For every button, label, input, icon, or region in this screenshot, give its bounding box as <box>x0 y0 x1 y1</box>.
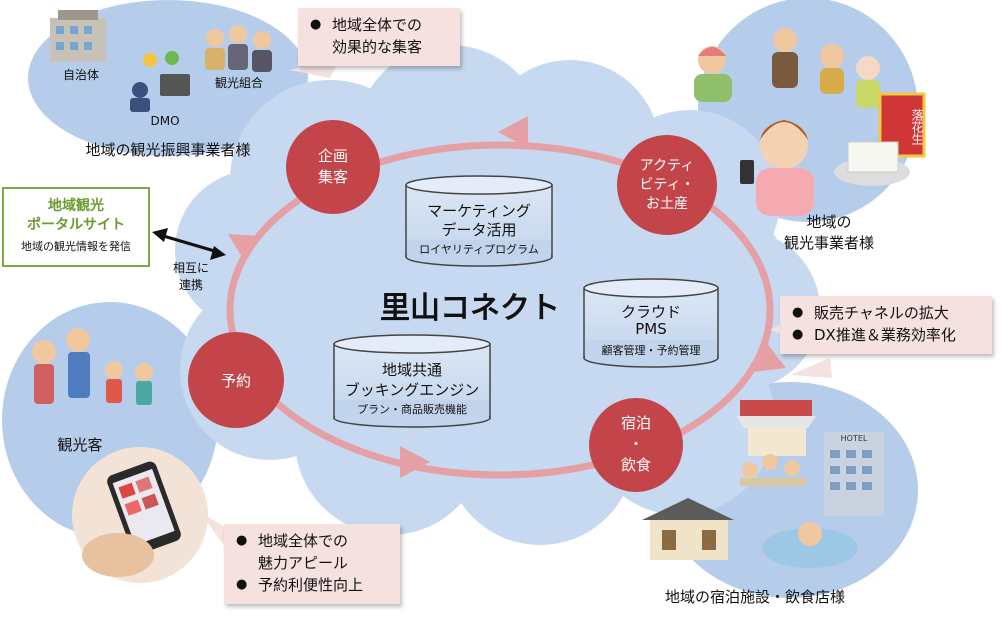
note-right: 販売チャネルの拡大 DX推進＆業務効率化 <box>780 296 992 354</box>
marketing-db-sub: ロイヤリティプログラム <box>419 243 539 256</box>
node-yoyaku: 予約 <box>220 372 251 390</box>
cycle-arrowhead-right <box>752 342 786 372</box>
note-right-item-2: DX推進＆業務効率化 <box>792 324 980 346</box>
portal-site-title: 地域観光 ポータルサイト <box>27 198 125 233</box>
marketing-db <box>405 175 553 267</box>
booking-db-title1: 地域共通 <box>381 361 442 379</box>
cloud-pms-db <box>583 278 719 368</box>
dmo-icon <box>130 51 190 112</box>
cycle-arrowhead-bottom <box>400 446 430 478</box>
note-top-item: 地域全体での 効果的な集客 <box>310 14 448 58</box>
node-kikaku: 企画 集客 <box>317 147 348 186</box>
hotel-sign-text: HOTEL <box>840 434 868 443</box>
booking-db <box>333 334 491 428</box>
promotion-group-label: 地域の観光振興事業者様 <box>85 141 251 159</box>
node-shukuhaku: 宿泊 ・ 飲食 <box>620 414 651 474</box>
operators-people-icon <box>694 28 880 216</box>
node-activity: アクティ ビティ・ お土産 <box>639 158 695 212</box>
tourists-group-label: 観光客 <box>57 436 103 454</box>
note-bottom-item-2: 予約利便性向上 <box>236 574 388 596</box>
hotel-icon <box>824 432 884 516</box>
cycle-arrowhead-left <box>228 234 262 262</box>
right-note-tail2 <box>790 358 832 378</box>
note-top: 地域全体での 効果的な集客 <box>298 8 460 66</box>
marketing-db-title2: データ活用 <box>441 221 517 239</box>
mutual-link-arrow <box>159 233 219 254</box>
node-activity-circle <box>617 135 717 235</box>
marketing-db-title1: マーケティング <box>427 202 531 220</box>
cycle-arrowhead-top <box>498 116 528 148</box>
hand-icon <box>82 533 154 577</box>
onsen-icon <box>762 522 858 568</box>
city-hall-icon <box>50 10 106 62</box>
note-bottom: 地域全体での 魅力アピール 予約利便性向上 <box>224 524 400 604</box>
item-city-hall: 自治体 <box>62 68 99 82</box>
item-dmo: DMO <box>150 114 180 128</box>
node-shukuhaku-circle <box>589 398 683 492</box>
cycle-ring <box>226 141 774 479</box>
restaurant-icon <box>736 400 816 486</box>
booking-db-sub: プラン・商品販売機能 <box>357 403 467 416</box>
note-right-item-1: 販売チャネルの拡大 <box>792 302 980 324</box>
lodging-group-label: 地域の宿泊施設・飲食店様 <box>664 588 845 606</box>
node-kikaku-circle <box>286 120 380 214</box>
family-icon <box>32 328 153 405</box>
tofu-icon <box>834 141 910 186</box>
mutual-link-label: 相互に 連携 <box>172 261 209 292</box>
portal-site-sub: 地域の観光情報を発信 <box>21 240 131 253</box>
cloud-db-title1: クラウド <box>620 303 681 321</box>
officials-icon <box>205 25 272 72</box>
node-yoyaku-circle <box>188 332 284 428</box>
booking-db-title2: ブッキングエンジン <box>344 381 480 399</box>
center-title: 里山コネクト <box>380 291 560 326</box>
peanut-sign-text: 落花生 <box>910 109 924 145</box>
note-bottom-item-1: 地域全体での 魅力アピール <box>236 530 388 574</box>
ryokan-icon <box>642 498 734 560</box>
portal-site-box: 地域観光 ポータルサイト 地域の観光情報を発信 <box>2 187 150 267</box>
cloud-db-title2: PMS <box>635 320 667 338</box>
operators-group-label: 地域の 観光事業者様 <box>783 213 874 252</box>
cloud-db-sub: 顧客管理・予約管理 <box>601 344 701 357</box>
item-tourism-assoc: 観光組合 <box>214 76 263 90</box>
